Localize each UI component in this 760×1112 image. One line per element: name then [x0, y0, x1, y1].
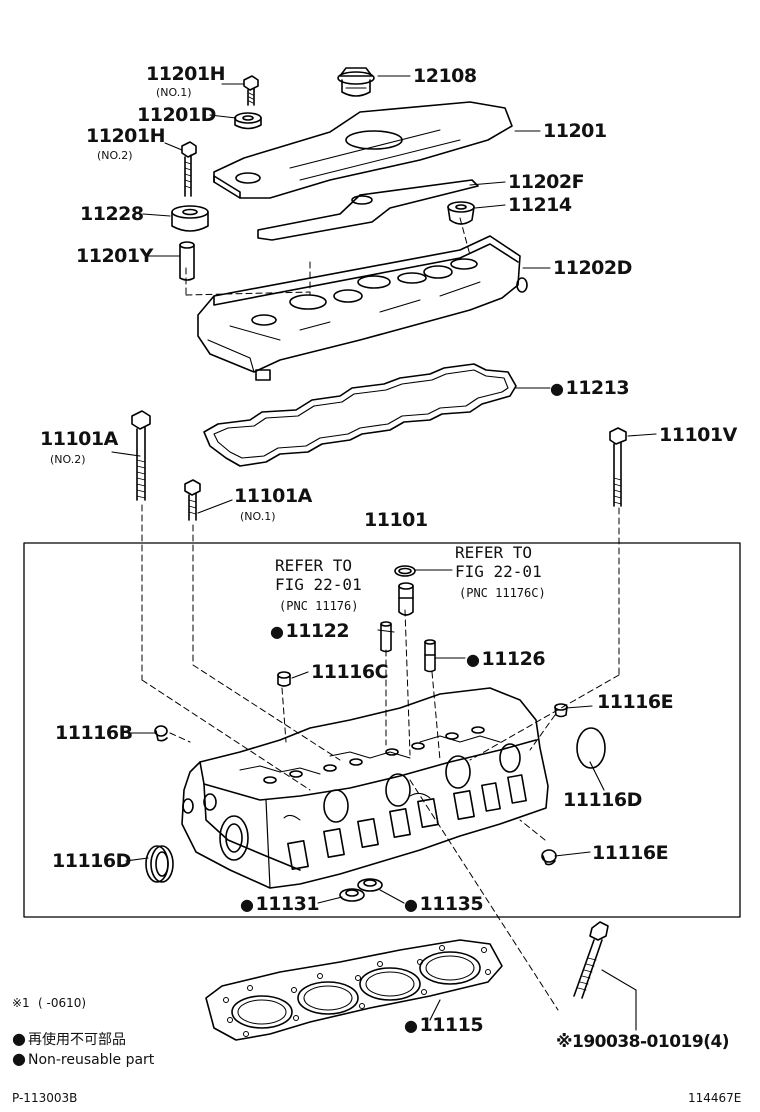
part-label-11214: 11214: [508, 194, 572, 216]
part-label-11201: 11201: [543, 120, 607, 142]
injector-sleeve-11176: [398, 582, 414, 616]
part-label-11116E-top: 11116E: [597, 691, 674, 713]
part-label-11135: 11135: [404, 895, 483, 914]
plug-11116D-right: [576, 727, 606, 769]
refer-note-left-line2: FIG 22-01: [275, 575, 362, 594]
part-label-11101: 11101: [364, 509, 428, 531]
gasket-11135: [357, 878, 383, 892]
part-sublabel-11201H-no1: (NO.1): [156, 86, 192, 99]
legend-non-reusable-jp: 再使用不可部品: [12, 1031, 126, 1047]
plug-11116D-left: [145, 845, 174, 883]
gasket-11131: [339, 888, 365, 902]
bolt-11201H-no2: [181, 141, 197, 197]
part-sublabel-11101A-no1: (NO.1): [240, 510, 276, 523]
production-note-range: ( -0610): [38, 996, 87, 1010]
part-label-11213: 11213: [550, 379, 629, 398]
plug-11116B: [154, 725, 168, 742]
refer-note-right-line1: REFER TO: [455, 543, 533, 562]
grommet-11228: [171, 205, 209, 232]
valve-guide-11122: [380, 621, 392, 653]
bolt-11101A-no1: [184, 479, 201, 521]
part-label-11101A-no1: 11101A: [234, 485, 312, 507]
footer-illustration-code: 114467E: [688, 1091, 742, 1105]
gasket-11202F: [257, 179, 479, 241]
part-label-11116E-bottom: 11116E: [592, 842, 669, 864]
bolt-11201H-no1: [243, 75, 259, 106]
cylinder-head-cover-11202D: [197, 235, 528, 381]
part-label-11202D: 11202D: [553, 257, 632, 279]
part-label-11228: 11228: [80, 203, 144, 225]
part-sublabel-11201H-no2: (NO.2): [97, 149, 133, 162]
part-label-11101A-no2: 11101A: [40, 428, 118, 450]
part-label-11201H-no1: 11201H: [146, 63, 226, 85]
part-label-11201H-no2: 11201H: [86, 125, 166, 147]
engine-cover-11201: [213, 101, 513, 199]
bolt-90038-01019: [573, 921, 609, 999]
part-label-11126: 11126: [466, 650, 545, 669]
refer-note-right-line3: (PNC 11176C): [459, 586, 546, 600]
collar-11201Y: [179, 241, 195, 281]
part-label-11116D-left: 11116D: [52, 850, 131, 872]
leader-lines: [111, 75, 657, 1031]
part-label-11131: 11131: [240, 895, 319, 914]
grommet-11201D: [234, 112, 262, 130]
grommet-11214: [447, 201, 475, 225]
part-label-11115: 11115: [404, 1016, 483, 1035]
plug-11116E-top: [554, 703, 568, 718]
bolt-11101V: [609, 427, 627, 507]
oring-11176C: [394, 565, 416, 577]
part-label-11116B: 11116B: [55, 722, 133, 744]
part-label-90038-01019: ※190038-01019(4): [556, 1032, 730, 1052]
plug-11116C: [277, 671, 291, 687]
head-gasket-11115: [205, 939, 503, 1041]
refer-note-right-line2: FIG 22-01: [455, 562, 542, 581]
head-cover-gasket-11213: [203, 363, 517, 467]
cylinder-head-assembly-box: [23, 542, 741, 918]
part-label-11101V: 11101V: [659, 424, 737, 446]
alignment-lines: [141, 217, 620, 1011]
part-label-11202F: 11202F: [508, 171, 585, 193]
part-label-11122: 11122: [270, 622, 349, 641]
plug-11116E-bottom: [541, 849, 557, 866]
part-label-11116C: 11116C: [311, 661, 389, 683]
refer-note-left-line1: REFER TO: [275, 556, 353, 575]
part-sublabel-11101A-no2: (NO.2): [50, 453, 86, 466]
production-note-mark: ※1: [12, 996, 30, 1010]
part-label-11116D-right: 11116D: [563, 789, 642, 811]
part-label-12108: 12108: [413, 65, 477, 87]
cylinder-head-11101: [181, 687, 549, 889]
oil-filler-cap-12108: [337, 67, 375, 97]
refer-note-left-line3: (PNC 11176): [279, 599, 359, 613]
bolt-11101A-no2: [131, 410, 151, 501]
part-label-11201D: 11201D: [137, 104, 216, 126]
footer-page-code: P-113003B: [12, 1091, 78, 1105]
part-label-11201Y: 11201Y: [76, 245, 153, 267]
legend-non-reusable-en: Non-reusable part: [12, 1051, 154, 1067]
valve-guide-11126: [424, 639, 436, 673]
